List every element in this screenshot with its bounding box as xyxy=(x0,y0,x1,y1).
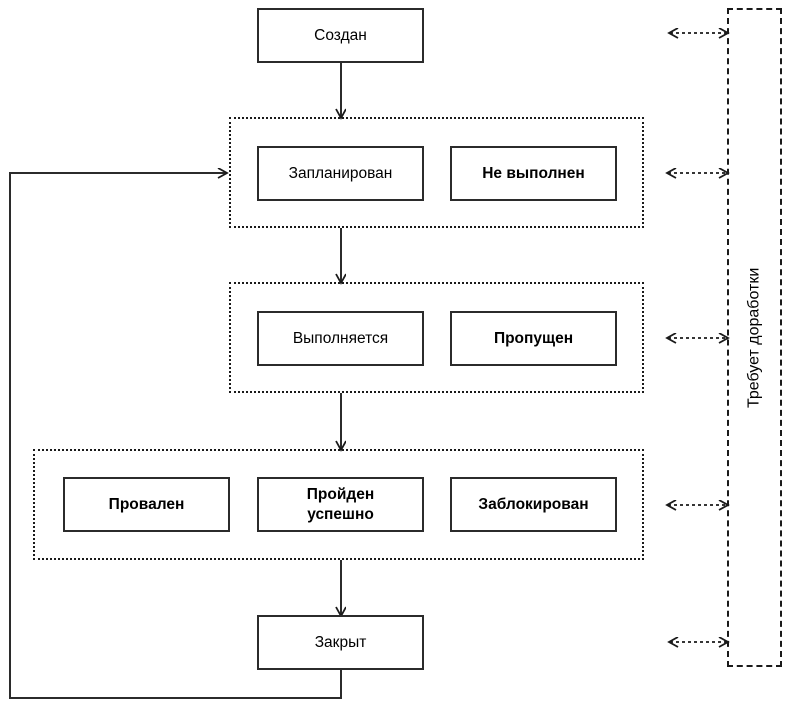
state-node-label: Пройден успешно xyxy=(306,486,375,523)
rework-panel-label: Требует доработки xyxy=(745,267,763,408)
state-node-label: Провален xyxy=(108,495,185,513)
state-node-closed[interactable]: Закрыт xyxy=(257,615,424,670)
state-node-label: Запланирован xyxy=(288,164,393,182)
state-node-created[interactable]: Создан xyxy=(257,8,424,63)
state-node-in-progress[interactable]: Выполняется xyxy=(257,311,424,366)
state-node-passed[interactable]: Пройден успешно xyxy=(257,477,424,532)
state-node-label: Создан xyxy=(314,26,367,44)
state-node-not-executed[interactable]: Не выполнен xyxy=(450,146,617,201)
group-results xyxy=(33,449,644,560)
state-node-label: Пропущен xyxy=(493,329,574,347)
group-in-progress xyxy=(229,282,644,393)
state-node-skipped[interactable]: Пропущен xyxy=(450,311,617,366)
rework-panel[interactable]: Требует доработки xyxy=(727,8,782,667)
feedback-loop-group xyxy=(9,173,342,699)
state-node-blocked[interactable]: Заблокирован xyxy=(450,477,617,532)
rework-arrow-group xyxy=(668,33,727,642)
state-node-failed[interactable]: Провален xyxy=(63,477,230,532)
group-planned xyxy=(229,117,644,228)
state-node-label: Не выполнен xyxy=(482,164,585,182)
state-node-planned[interactable]: Запланирован xyxy=(257,146,424,201)
state-node-label: Заблокирован xyxy=(478,495,589,513)
feedback-closed-to-planned xyxy=(9,173,342,699)
state-node-label: Выполняется xyxy=(292,329,389,347)
state-node-label: Закрыт xyxy=(314,633,367,651)
